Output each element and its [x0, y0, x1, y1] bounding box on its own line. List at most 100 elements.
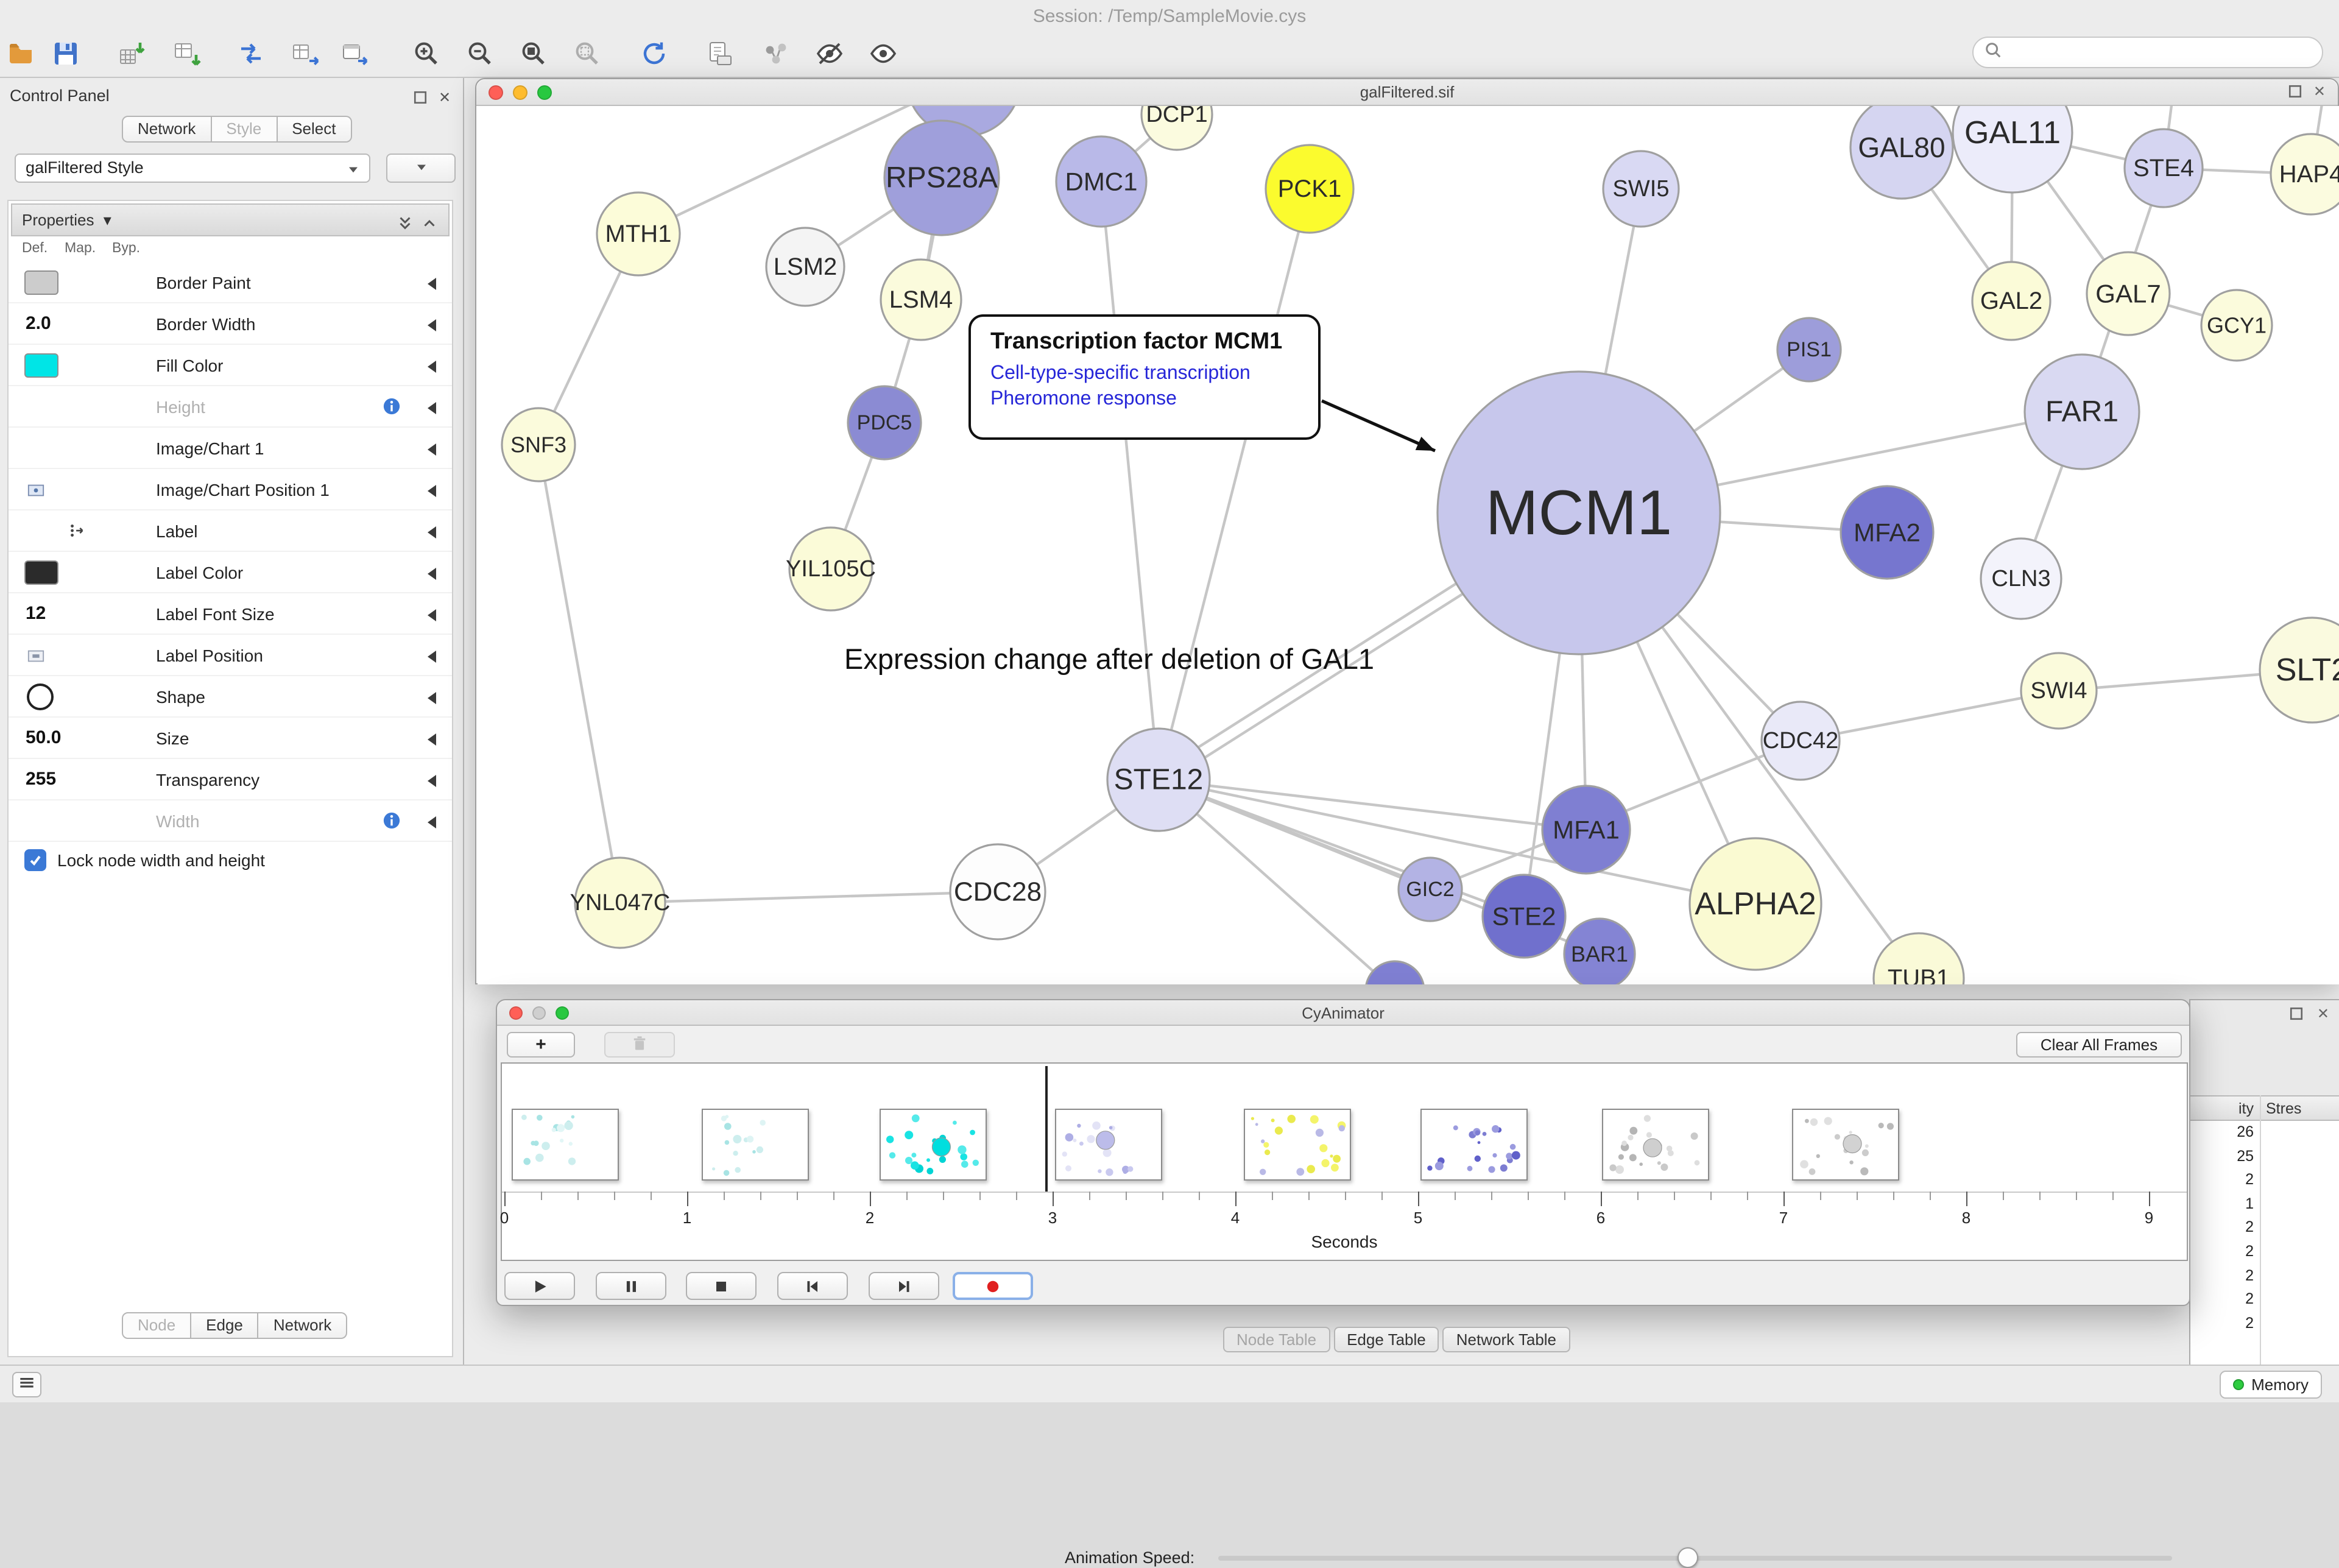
frame-thumbnail-1[interactable] — [702, 1109, 809, 1181]
table-row[interactable]: 2 — [2190, 1312, 2339, 1336]
expand-left-icon[interactable] — [425, 400, 437, 419]
mapping-icon[interactable] — [68, 521, 86, 543]
swap-networks-icon[interactable] — [233, 35, 269, 72]
network-node-STE4[interactable] — [2123, 128, 2204, 208]
ellipse-shape-icon[interactable] — [27, 683, 54, 710]
property-row[interactable]: Image/Chart Position 1 — [9, 469, 452, 510]
zoom-out-icon[interactable] — [462, 35, 498, 72]
property-row[interactable]: Shape — [9, 676, 452, 718]
expand-left-icon[interactable] — [425, 690, 437, 709]
add-frame-button[interactable]: + — [507, 1032, 575, 1058]
frame-thumbnail-5[interactable] — [1420, 1109, 1528, 1181]
close-window-icon[interactable]: ✕ — [2313, 83, 2326, 100]
memory-button[interactable]: Memory — [2220, 1371, 2322, 1399]
first-neighbors-icon[interactable] — [758, 35, 794, 72]
network-node-MTH1[interactable] — [596, 191, 681, 277]
table-row[interactable]: 2 — [2190, 1264, 2339, 1288]
table-row[interactable]: 2 — [2190, 1217, 2339, 1240]
tab-select[interactable]: Select — [277, 116, 352, 143]
network-node-TUB1[interactable] — [1872, 932, 1965, 984]
tab-network[interactable]: Network — [122, 116, 212, 143]
network-edge[interactable] — [537, 444, 622, 903]
network-node-BAR1[interactable] — [1563, 917, 1636, 984]
frame-thumbnail-6[interactable] — [1602, 1109, 1709, 1181]
network-node-MFA2[interactable] — [1840, 485, 1935, 580]
search-input[interactable] — [2010, 43, 2311, 62]
network-node-CLN3[interactable] — [1980, 537, 2062, 620]
expand-left-icon[interactable] — [425, 772, 437, 792]
tab-edge[interactable]: Edge — [191, 1312, 259, 1339]
style-selector-dropdown[interactable]: galFiltered Style — [15, 154, 370, 183]
default-value-swatch[interactable] — [24, 353, 58, 378]
pause-button[interactable] — [596, 1272, 666, 1300]
record-button[interactable] — [953, 1272, 1033, 1300]
default-value-text[interactable]: 12 — [26, 603, 46, 624]
property-row[interactable]: Fill Color — [9, 345, 452, 386]
label-position-icon[interactable] — [27, 647, 45, 669]
float-window-icon[interactable] — [409, 87, 431, 108]
network-node-GIC2[interactable] — [1397, 856, 1463, 922]
annotation-link[interactable]: Pheromone response — [990, 389, 1177, 410]
network-edge[interactable] — [1157, 779, 1395, 984]
tab-node-table[interactable]: Node Table — [1223, 1327, 1330, 1352]
network-edge[interactable] — [1800, 689, 2059, 743]
property-row[interactable]: Border Paint — [9, 262, 452, 303]
properties-header[interactable]: Properties ▾ — [11, 203, 450, 236]
zoom-icon[interactable] — [556, 1006, 569, 1020]
network-node-CDC28[interactable] — [949, 843, 1046, 941]
save-session-icon[interactable] — [48, 35, 84, 72]
zoom-selected-icon[interactable] — [569, 35, 605, 72]
frame-thumbnail-4[interactable] — [1244, 1109, 1351, 1181]
network-node-HAP4[interactable] — [2270, 133, 2339, 216]
clear-all-frames-button[interactable]: Clear All Frames — [2016, 1032, 2182, 1058]
network-node-GAL2[interactable] — [1971, 261, 2051, 341]
network-node-PDC5[interactable] — [847, 385, 922, 461]
float-window-icon[interactable] — [2288, 1005, 2305, 1026]
tab-node[interactable]: Node — [122, 1312, 192, 1339]
table-column-headers[interactable]: ity Stres — [2190, 1095, 2339, 1121]
network-node-GAL7[interactable] — [2086, 251, 2171, 336]
network-node-MFA1[interactable] — [1541, 785, 1631, 875]
table-row[interactable]: 1 — [2190, 1193, 2339, 1217]
timeline-playhead[interactable] — [1045, 1066, 1047, 1192]
canvas-caption-text[interactable]: Expression change after deletion of GAL1 — [844, 643, 1375, 675]
close-icon[interactable] — [489, 85, 503, 100]
network-node-YNL047C[interactable] — [574, 856, 666, 949]
network-edge[interactable] — [1158, 778, 1587, 832]
property-row[interactable]: Label Color — [9, 552, 452, 593]
open-session-icon[interactable] — [2, 35, 39, 72]
table-row[interactable]: 26 — [2190, 1121, 2339, 1145]
export-table-icon[interactable] — [288, 35, 324, 72]
expand-left-icon[interactable] — [425, 814, 437, 833]
slider-thumb[interactable] — [1678, 1547, 1698, 1568]
tab-edge-table[interactable]: Edge Table — [1333, 1327, 1439, 1352]
frame-thumbnail-2[interactable] — [880, 1109, 987, 1181]
table-row[interactable]: 25 — [2190, 1145, 2339, 1168]
property-row[interactable]: Label — [9, 510, 452, 552]
column-header[interactable]: ity — [2238, 1100, 2254, 1117]
network-window-titlebar[interactable]: galFiltered.sif ✕ — [476, 79, 2338, 106]
network-node-GCY1[interactable] — [2200, 289, 2273, 362]
lock-checkbox[interactable] — [24, 849, 46, 871]
expand-left-icon[interactable] — [425, 524, 437, 543]
network-node-GAL80[interactable] — [1849, 106, 1954, 200]
network-node-MCM1[interactable] — [1436, 370, 1721, 655]
hide-selected-icon[interactable] — [811, 35, 848, 72]
table-row[interactable]: 2 — [2190, 1168, 2339, 1192]
expand-left-icon[interactable] — [425, 565, 437, 585]
info-icon[interactable] — [383, 397, 401, 419]
network-node-SLT2[interactable] — [2259, 616, 2339, 724]
network-edge[interactable] — [1158, 778, 1756, 906]
expand-left-icon[interactable] — [425, 607, 437, 626]
default-value-swatch[interactable] — [24, 270, 58, 295]
property-row[interactable]: Width — [9, 800, 452, 842]
float-window-icon[interactable] — [2287, 83, 2304, 104]
zoom-in-icon[interactable] — [408, 35, 445, 72]
tab-network-style[interactable]: Network — [258, 1312, 348, 1339]
search-box[interactable] — [1972, 37, 2323, 68]
